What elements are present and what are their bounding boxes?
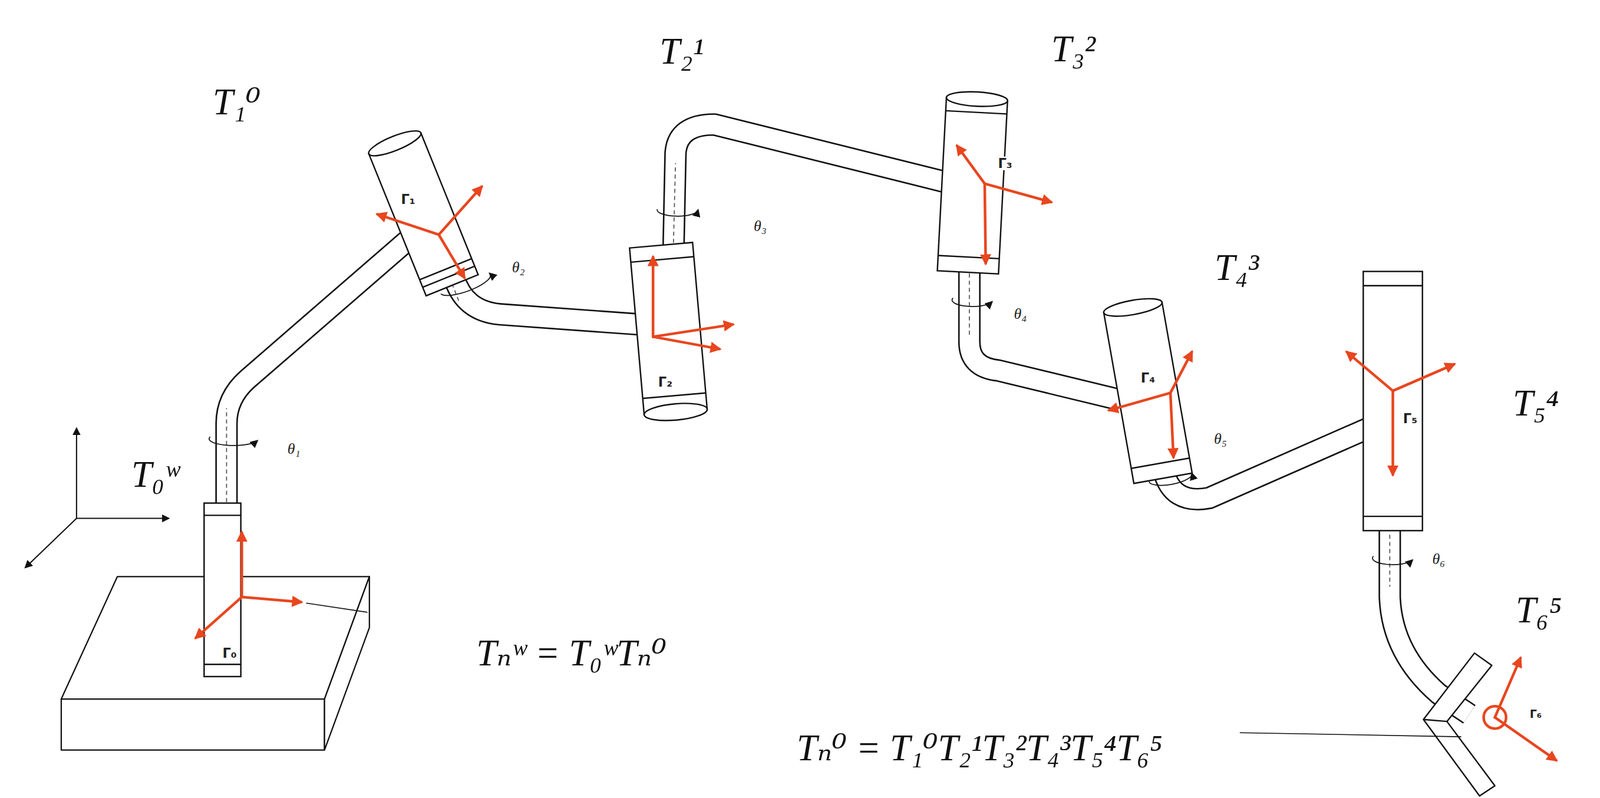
transform-label: T₁⁰	[212, 83, 261, 121]
leader-lines	[305, 602, 1461, 737]
joint-angle: θ₂	[512, 259, 526, 276]
frame-name: Γ₃	[996, 156, 1014, 171]
joint-angle: θ₆	[1432, 551, 1446, 567]
equation: Tₙʷ = T₀ʷTₙ⁰	[476, 634, 667, 672]
frame-name: Γ₆	[1528, 708, 1543, 721]
transform-label: T₀ʷ	[131, 456, 180, 493]
equation: Tₙ⁰ = T₁⁰T₂¹T₃²T₄³T₅⁴T₆⁵	[796, 729, 1163, 767]
frame-name: Γ₄	[1139, 370, 1157, 385]
joint-angle: θ₅	[1213, 431, 1227, 447]
transform-label: T₄³	[1214, 248, 1259, 286]
world-frame	[25, 428, 168, 567]
joint-frames	[195, 146, 1556, 761]
links	[226, 124, 1470, 715]
frame-name: Γ₅	[1401, 411, 1419, 426]
transform-label: T₆⁵	[1515, 591, 1562, 629]
transform-label: T₂¹	[659, 32, 704, 69]
rotation-arcs	[209, 209, 1413, 565]
transform-label: T₅⁴	[1512, 384, 1559, 422]
joint-angle: θ₃	[753, 218, 767, 234]
frame-name: Γ₁	[399, 192, 417, 206]
joint-angle: θ₄	[1014, 306, 1028, 322]
frame-name: Γ₂	[657, 374, 674, 389]
joints	[203, 90, 1423, 677]
transform-label: T₃²	[1051, 30, 1096, 68]
joint-angle: θ₁	[287, 441, 301, 457]
gripper	[1423, 652, 1495, 796]
frame-name: Γ₀	[220, 646, 238, 661]
